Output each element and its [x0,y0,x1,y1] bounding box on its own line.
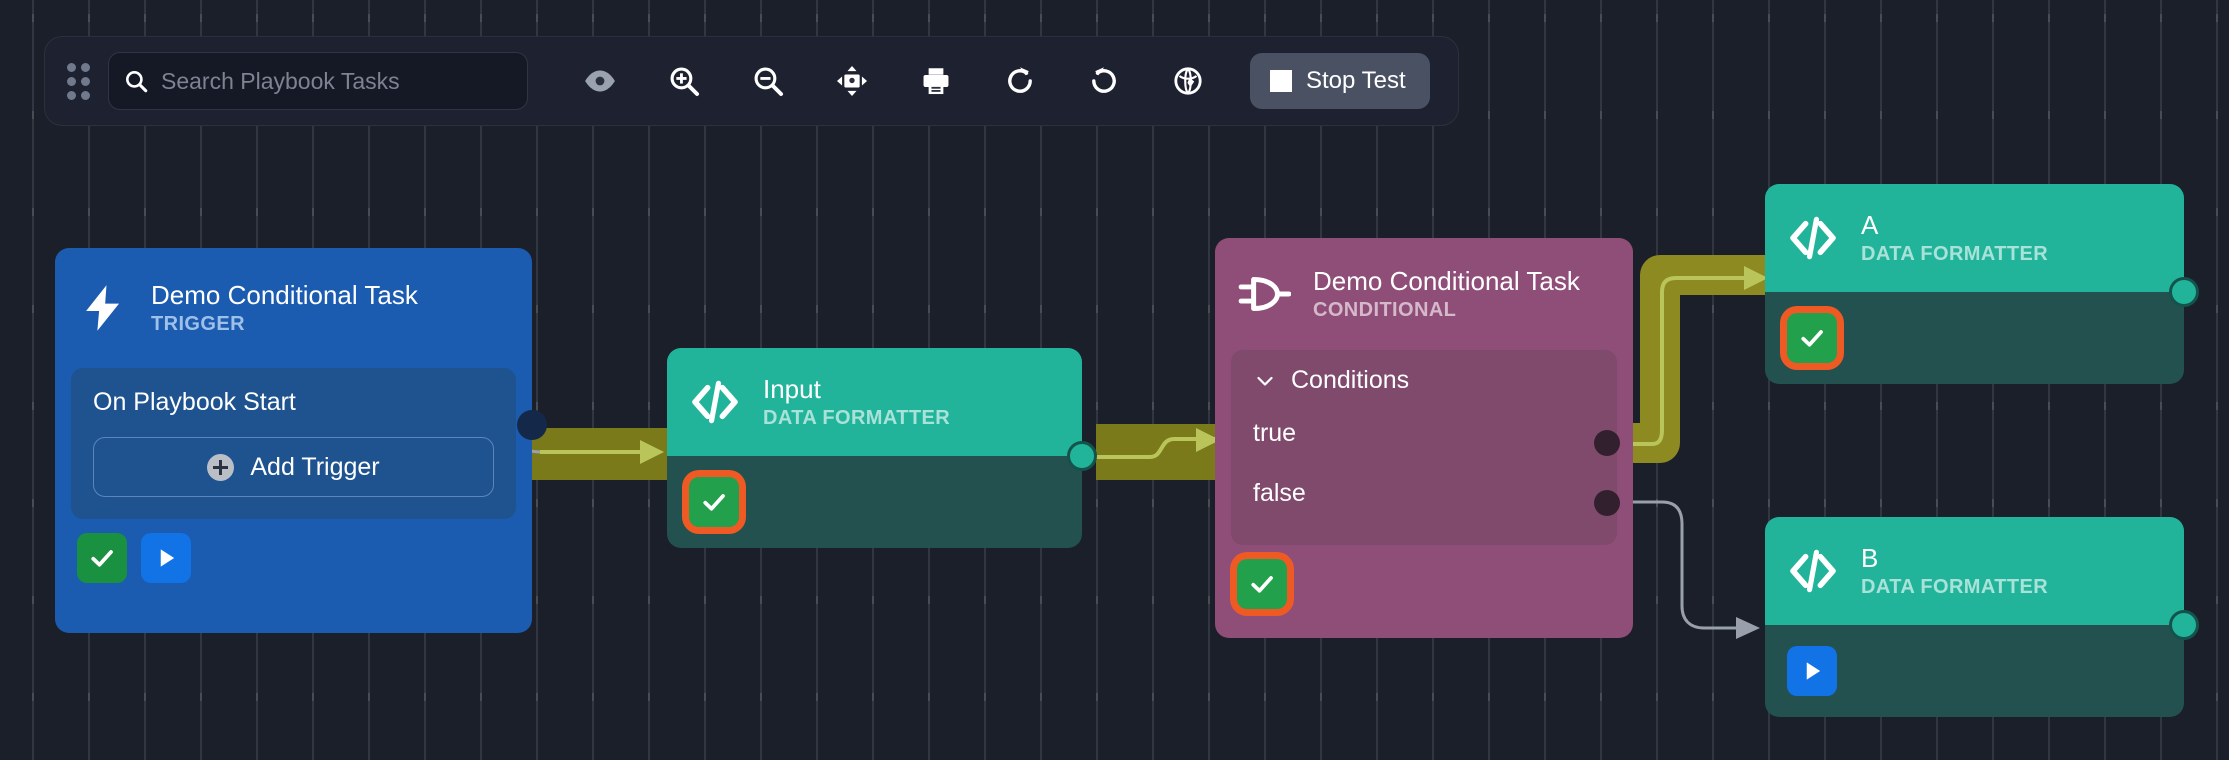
add-trigger-button[interactable]: Add Trigger [93,437,494,497]
search-input[interactable] [161,68,513,95]
node-conditional-header[interactable]: Demo Conditional Task CONDITIONAL [1215,238,1633,350]
globe-button[interactable] [1146,50,1230,112]
condition-label-false: false [1253,479,1306,508]
condition-port-false[interactable] [1594,490,1620,516]
stop-square-icon [1270,70,1292,92]
node-b-subtitle: DATA FORMATTER [1861,576,2048,598]
node-input-output-port[interactable] [1067,441,1097,471]
node-a[interactable]: A DATA FORMATTER [1765,184,2184,384]
zoom-in-icon [667,64,701,98]
node-trigger[interactable]: Demo Conditional Task TRIGGER On Playboo… [55,248,532,633]
undo-button[interactable] [1062,50,1146,112]
fit-screen-icon [835,64,869,98]
add-trigger-label: Add Trigger [250,453,379,482]
conditions-label: Conditions [1291,366,1409,395]
code-brackets-icon [1787,212,1839,264]
refresh-ccw-icon [1087,64,1121,98]
zoom-out-button[interactable] [726,50,810,112]
playbook-toolbar[interactable]: Stop Test [44,36,1459,126]
node-a-body [1765,292,2184,384]
check-icon [1247,569,1277,599]
eye-icon [583,64,617,98]
globe-icon [1171,64,1205,98]
refresh-cw-icon [1003,64,1037,98]
trigger-body-label: On Playbook Start [93,388,494,417]
node-conditional[interactable]: Demo Conditional Task CONDITIONAL Condit… [1215,238,1633,638]
play-icon [1798,657,1826,685]
node-input-body [667,456,1082,548]
node-b-output-port[interactable] [2169,610,2199,640]
node-input-title: Input [763,375,950,404]
condition-row-true[interactable]: true [1231,403,1617,463]
check-icon [1797,323,1827,353]
status-success-badge[interactable] [1237,559,1287,609]
status-success-badge[interactable] [1787,313,1837,363]
edge-input-to-conditional [1082,424,1227,480]
plus-circle-icon [207,454,234,481]
node-a-output-port[interactable] [2169,277,2199,307]
node-trigger-title: Demo Conditional Task [151,281,418,310]
redo-button[interactable] [978,50,1062,112]
print-button[interactable] [894,50,978,112]
status-success-badge[interactable] [689,477,739,527]
node-b-title: B [1861,544,2048,573]
toggle-visibility-button[interactable] [558,50,642,112]
fit-to-screen-button[interactable] [810,50,894,112]
node-trigger-subtitle: TRIGGER [151,313,418,335]
condition-port-true[interactable] [1594,430,1620,456]
conditions-section: Conditions true false [1231,350,1617,545]
code-brackets-icon [1787,545,1839,597]
node-input[interactable]: Input DATA FORMATTER [667,348,1082,548]
condition-label-true: true [1253,419,1296,448]
node-b[interactable]: B DATA FORMATTER [1765,517,2184,717]
code-brackets-icon [689,376,741,428]
node-a-subtitle: DATA FORMATTER [1861,243,2048,265]
conditions-toggle[interactable]: Conditions [1231,366,1617,403]
run-node-button[interactable] [1787,646,1837,696]
chevron-down-icon [1253,369,1277,393]
stop-test-label: Stop Test [1306,67,1406,95]
lightning-bolt-icon [77,282,129,334]
node-input-subtitle: DATA FORMATTER [763,407,950,429]
check-icon [87,543,117,573]
node-conditional-subtitle: CONDITIONAL [1313,299,1580,321]
trigger-body: On Playbook Start Add Trigger [71,368,516,519]
node-trigger-header[interactable]: Demo Conditional Task TRIGGER [55,248,532,368]
run-node-button[interactable] [141,533,191,583]
zoom-in-button[interactable] [642,50,726,112]
drag-dots-icon[interactable] [67,63,90,100]
node-b-header[interactable]: B DATA FORMATTER [1765,517,2184,625]
node-conditional-badges[interactable] [1215,545,1633,623]
status-success-badge[interactable] [77,533,127,583]
edge-conditional-true-to-a [1622,266,1770,444]
node-a-title: A [1861,211,2048,240]
node-b-body [1765,625,2184,717]
node-input-header[interactable]: Input DATA FORMATTER [667,348,1082,456]
zoom-out-icon [751,64,785,98]
node-conditional-title: Demo Conditional Task [1313,267,1580,296]
search-icon [123,68,149,94]
play-icon [152,544,180,572]
edge-conditional-false-to-b [1624,502,1760,639]
print-icon [919,64,953,98]
node-trigger-badges[interactable] [55,519,532,597]
node-a-header[interactable]: A DATA FORMATTER [1765,184,2184,292]
logic-gate-icon [1237,267,1291,321]
toolbar-button-group[interactable] [558,50,1230,112]
check-icon [699,487,729,517]
condition-row-false[interactable]: false [1231,463,1617,523]
stop-test-button[interactable]: Stop Test [1250,53,1430,109]
node-trigger-output-port[interactable] [517,410,547,440]
search-input-wrapper[interactable] [108,52,528,110]
